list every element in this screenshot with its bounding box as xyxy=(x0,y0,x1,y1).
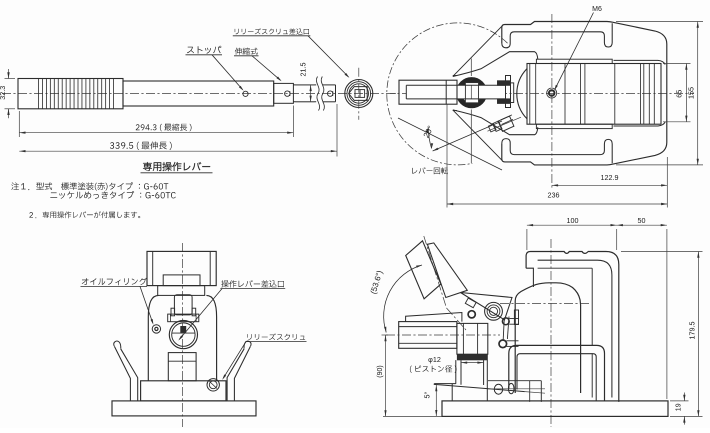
svg-text:155: 155 xyxy=(686,87,695,99)
svg-text:21.5: 21.5 xyxy=(298,63,307,77)
svg-text:32.3: 32.3 xyxy=(0,86,7,100)
svg-text:100: 100 xyxy=(567,216,579,225)
svg-text:179.5: 179.5 xyxy=(687,322,696,340)
svg-text:236: 236 xyxy=(548,191,560,200)
svg-text:φ12: φ12 xyxy=(428,355,441,364)
svg-text:5°: 5° xyxy=(422,391,431,398)
svg-text:M6: M6 xyxy=(592,6,602,13)
svg-text:(90): (90) xyxy=(377,365,384,377)
svg-text:50: 50 xyxy=(638,216,646,225)
svg-text:19: 19 xyxy=(675,403,682,411)
svg-text:65: 65 xyxy=(674,90,683,98)
svg-text:122.9: 122.9 xyxy=(601,173,619,182)
